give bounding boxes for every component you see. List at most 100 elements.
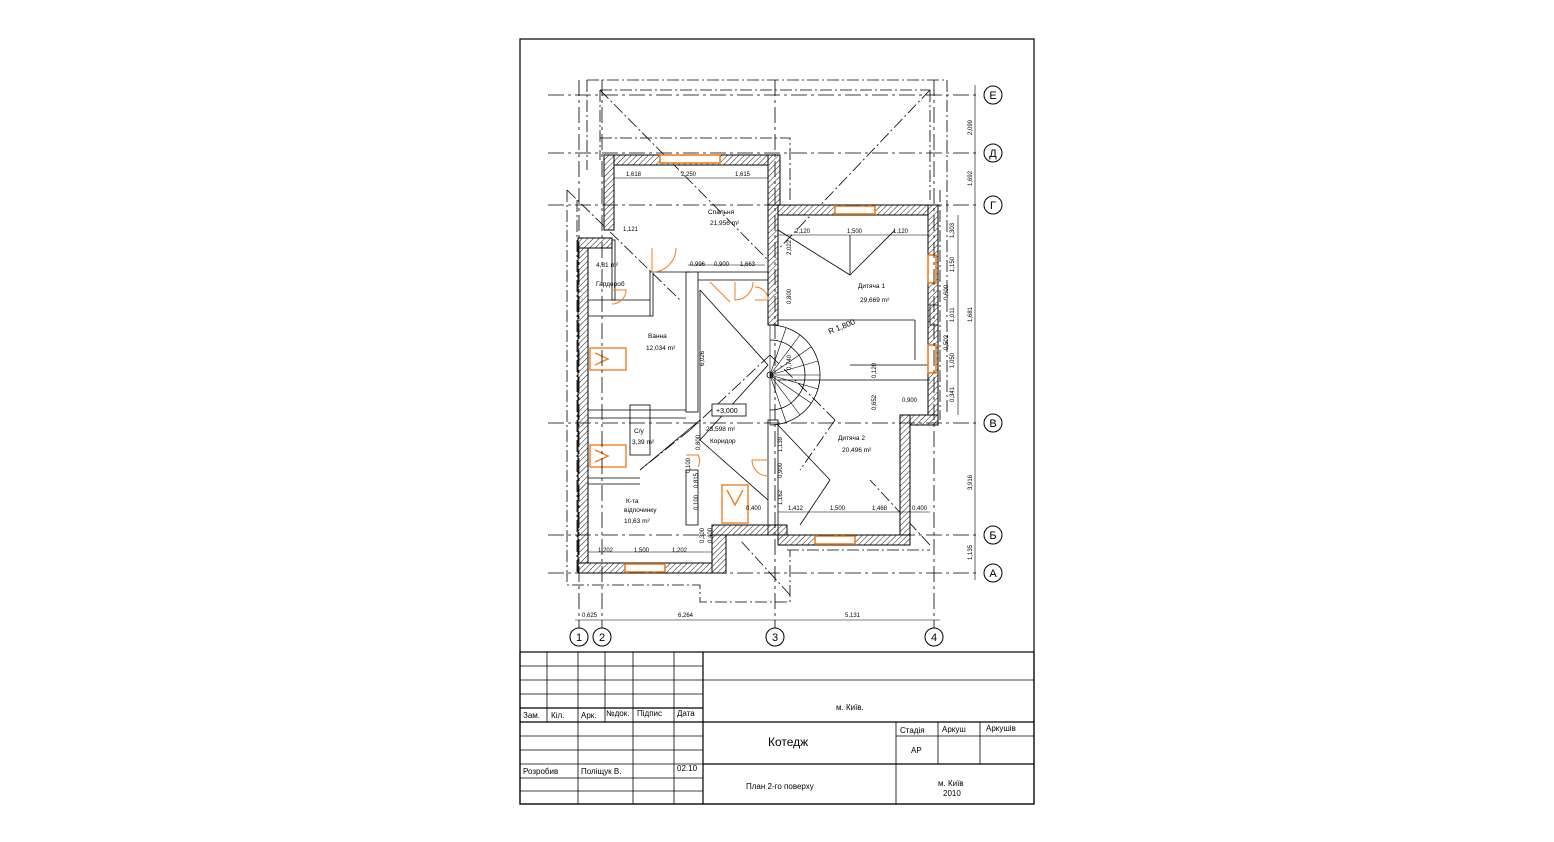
tb-developed-by: Розробив <box>523 767 558 776</box>
dim-text: 1,303 <box>950 222 956 238</box>
dim-text: 0,120 <box>872 362 878 378</box>
room-name-bedroom: Спальня <box>708 209 735 216</box>
dim-text: 0,400 <box>708 527 714 543</box>
tb-project: Котедж <box>768 735 808 749</box>
dim-text: 1,681 <box>968 306 974 322</box>
axis-label-col: 4 <box>931 632 937 644</box>
dim-text: 0,652 <box>872 394 878 410</box>
dim-text: 0,341 <box>950 386 956 402</box>
axis-label-row: А <box>989 568 997 580</box>
axis-label-row: Б <box>989 530 996 542</box>
tb-year: 2010 <box>943 789 961 798</box>
dim-text: 0,100 <box>686 457 692 473</box>
dim-text: 0,502 <box>944 334 950 350</box>
dim-text: 1,202 <box>672 548 688 554</box>
tb-col-header: Кіл. <box>551 711 564 720</box>
dim-text: 0,900 <box>714 262 730 268</box>
dimension-lines <box>575 85 976 621</box>
dim-text: 2,250 <box>681 172 697 178</box>
title-block <box>519 651 1035 805</box>
dim-text: 6,026 <box>700 350 706 366</box>
tb-col-header: Арк. <box>581 711 597 720</box>
dim-text: 0,800 <box>696 434 702 450</box>
room-name-wc: С/у <box>634 428 645 435</box>
axis-label-row: Г <box>990 200 996 212</box>
dim-text: 0,100 <box>694 494 700 510</box>
tb-sheets-label: Аркушів <box>986 724 1016 733</box>
dim-text: 1,139 <box>778 436 784 452</box>
room-area-bedroom: 21,956 m² <box>710 220 740 227</box>
dim-text: 0,900 <box>902 398 918 404</box>
dim-text: 1,011 <box>950 307 956 322</box>
axis-bubbles: Е Д Г В Б А 1 2 3 4 <box>569 85 1003 647</box>
corridor-lines <box>699 229 896 526</box>
dim-text: 0,600 <box>944 284 950 300</box>
dim-text: 1,135 <box>968 544 974 560</box>
dim-text: 1,120 <box>893 229 909 235</box>
room-name-child2: Дитяча 2 <box>838 435 865 442</box>
room-name-child1: Дитяча 1 <box>858 283 885 290</box>
tb-city-top: м. Київ. <box>836 703 864 712</box>
axis-label-col: 2 <box>599 632 605 644</box>
grid-axes <box>548 80 980 628</box>
room-area-bath: 12,034 m² <box>646 345 676 352</box>
floor-plan: Е Д Г В Б А 1 2 3 4 0,62 <box>548 79 1003 647</box>
room-area-wc: 3,39 m² <box>632 439 655 446</box>
room-name-dressing: Гардероб <box>596 280 625 288</box>
room-area-child1: 29,669 m² <box>860 297 890 304</box>
dim-text: 2,120 <box>795 229 811 235</box>
dim-text: 1,500 <box>634 548 650 554</box>
dim-text: 0,800 <box>787 288 793 304</box>
interior-walls <box>588 239 930 536</box>
tb-stage-label: Стадія <box>900 726 925 735</box>
dim-text: 1,150 <box>950 256 956 272</box>
room-area-corridor: 23,598 m² <box>706 426 736 433</box>
room-name-rest-2: відпочинку <box>624 506 657 514</box>
tb-city: м. Київ <box>938 779 964 788</box>
tb-author: Поліщук В. <box>581 767 621 776</box>
room-area-dressing: 4,81 m² <box>596 262 619 269</box>
dim-text: 1,500 <box>830 506 846 512</box>
dim-text: 3,916 <box>968 474 974 490</box>
sheet-frame <box>519 38 1035 805</box>
level-mark-box <box>711 403 747 417</box>
dim-text: 1,500 <box>847 229 863 235</box>
dim-text: 0,625 <box>582 613 598 619</box>
tb-col-header: №док. <box>606 709 629 718</box>
dim-text: 1,121 <box>623 227 639 233</box>
dim-text: 0,900 <box>778 462 784 478</box>
room-name-bath: Ванна <box>648 333 667 340</box>
axis-label-col: 3 <box>772 632 778 644</box>
fixtures <box>589 304 939 524</box>
axis-label-row: Д <box>989 148 997 160</box>
axis-label-row: В <box>989 418 996 430</box>
dim-text: 1,468 <box>872 506 888 512</box>
tb-col-header: Зам. <box>523 711 540 720</box>
dim-text: 0,815 <box>694 472 700 488</box>
dimension-texts: 0,625 6,264 5,131 2,099 1,692 1,681 3,91… <box>582 119 974 619</box>
windows <box>624 154 937 573</box>
tb-stage: АР <box>911 746 922 755</box>
spiral-staircase <box>766 324 821 426</box>
tb-sheet-label: Аркуш <box>942 725 966 734</box>
level-mark: +3,000 <box>716 408 738 415</box>
dim-text: 1,692 <box>968 170 974 186</box>
room-area-rest: 10,63 m² <box>624 518 650 525</box>
dim-text: 2,099 <box>968 119 974 135</box>
dim-text: 5,131 <box>845 613 861 619</box>
room-labels: Спальня 21,956 m² 4,81 m² Гардероб Ванна… <box>596 209 890 525</box>
dim-text: 0,996 <box>690 262 706 268</box>
dim-text: 1,615 <box>735 172 751 178</box>
dim-text: 1,412 <box>788 506 804 512</box>
tb-date: 02.10 <box>677 764 698 773</box>
dim-text: 0,400 <box>746 506 762 512</box>
dim-text: 1,050 <box>950 352 956 368</box>
title-block-text: Зам. Кіл. Арк. №док. Підпис Дата Розроби… <box>523 703 1016 798</box>
dim-text: 1,202 <box>598 548 614 554</box>
room-name-corridor: Коридор <box>710 438 736 445</box>
dim-text: 1,663 <box>740 262 756 268</box>
dim-text: 0,300 <box>700 527 706 543</box>
dim-text: 6,264 <box>678 613 694 619</box>
tb-col-header: Підпис <box>637 709 662 718</box>
